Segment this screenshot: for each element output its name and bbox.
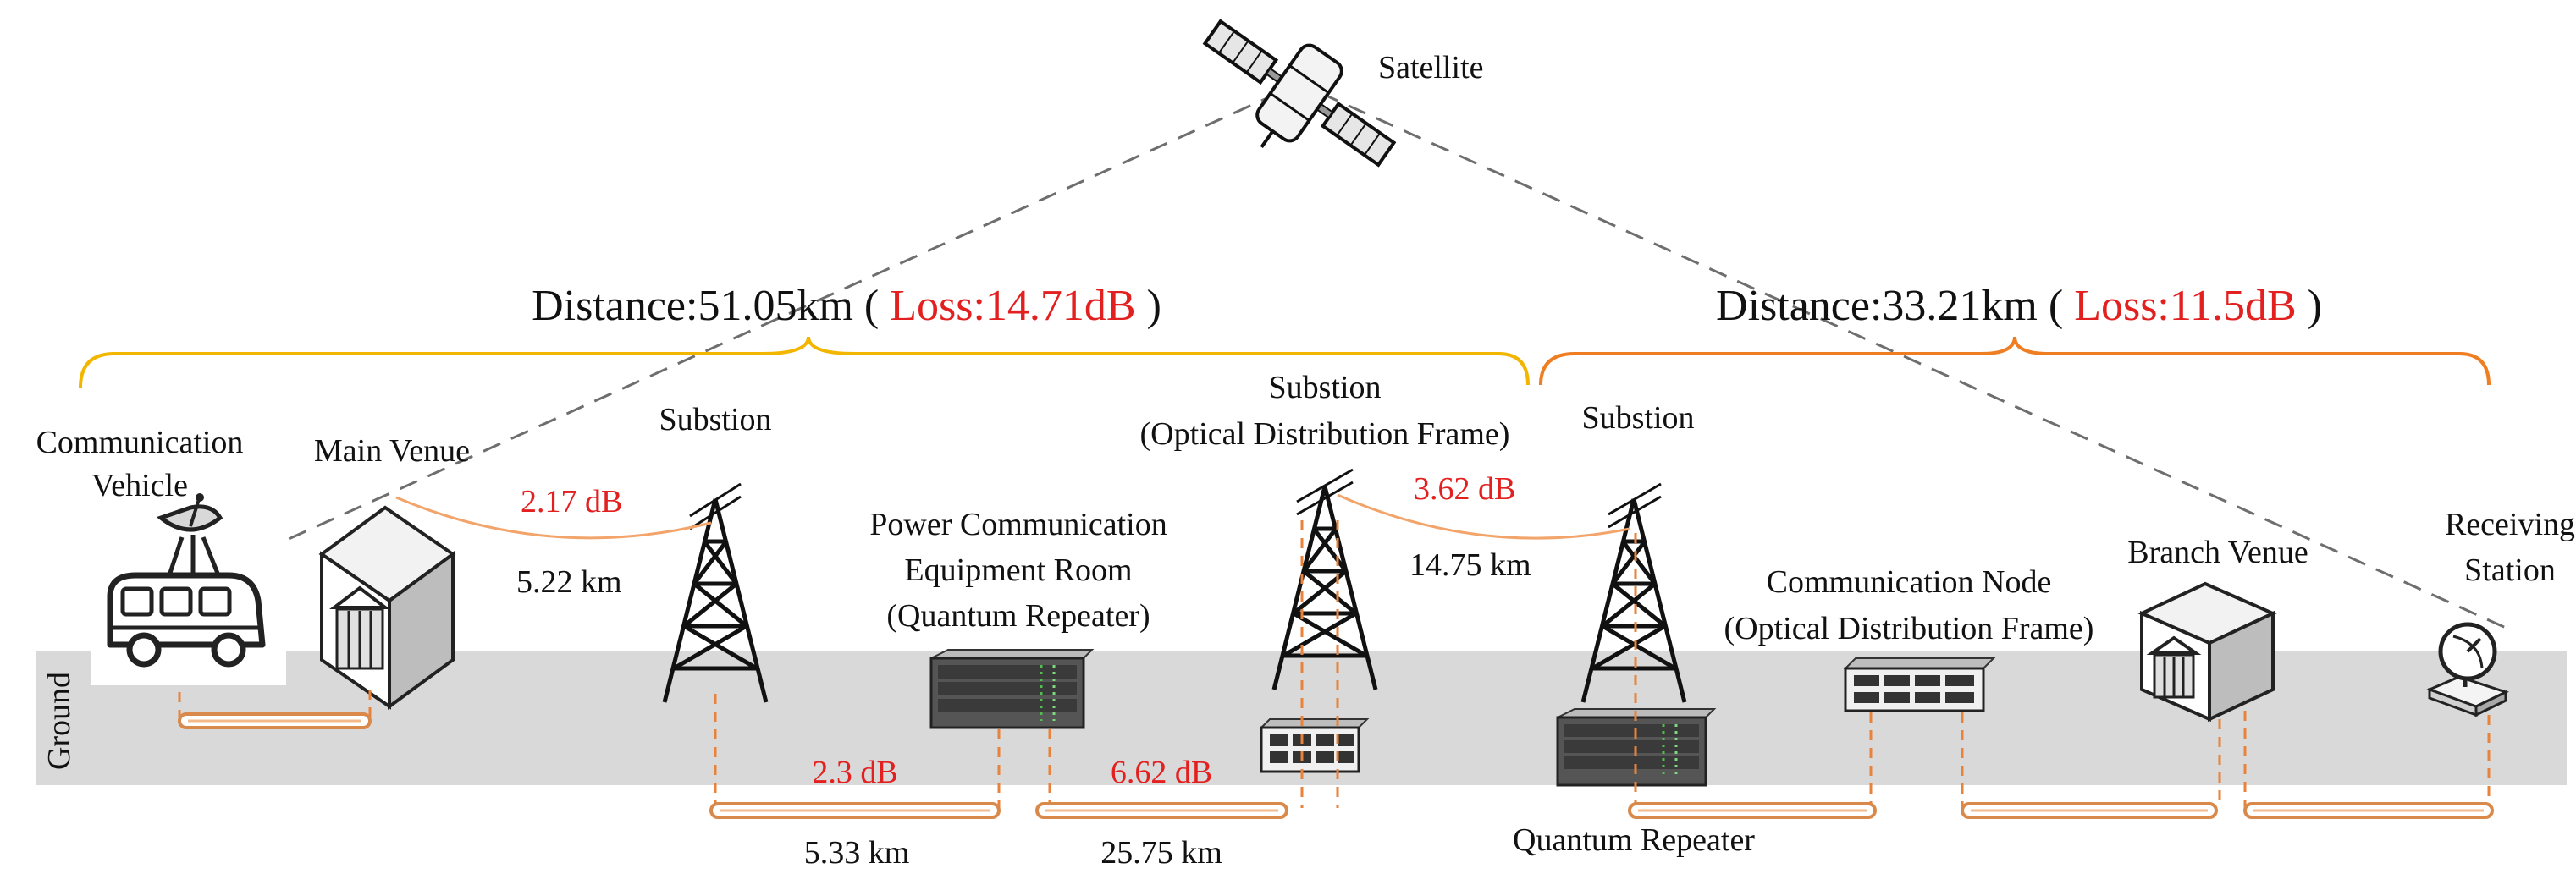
quantum-repeater-label: Quantum Repeater bbox=[1513, 822, 1755, 858]
satellite-label: Satellite bbox=[1378, 50, 1484, 85]
cable-2-loss: 6.62 dB bbox=[1111, 755, 1212, 790]
communication-vehicle-label-line2: Vehicle bbox=[91, 468, 188, 503]
patch-panel-icon bbox=[1843, 657, 1996, 712]
power-room-label-line1: Power Communication bbox=[869, 507, 1167, 542]
comm-node-label-line1: Communication Node bbox=[1767, 564, 2052, 600]
air-link-right bbox=[1337, 493, 1630, 540]
air-left-loss: 2.17 dB bbox=[521, 484, 622, 519]
server-rack-icon bbox=[929, 649, 1095, 729]
cable-2-distance: 25.75 km bbox=[1100, 835, 1222, 871]
power-room-label-line3: (Quantum Repeater) bbox=[886, 598, 1150, 634]
substation-left-label: Substion bbox=[659, 402, 771, 437]
building-icon bbox=[318, 505, 456, 710]
vehicle-backdrop bbox=[91, 650, 286, 685]
fiber-cable bbox=[709, 802, 1001, 819]
cable-leads bbox=[178, 520, 2491, 808]
air-right-distance: 14.75 km bbox=[1409, 547, 1531, 583]
substation-mid-label-line2: (Optical Distribution Frame) bbox=[1140, 416, 1510, 452]
substation-mid-label-line1: Substion bbox=[1268, 370, 1381, 405]
air-right-loss: 3.62 dB bbox=[1414, 471, 1515, 507]
branch-venue-label: Branch Venue bbox=[2127, 535, 2308, 570]
cable-1-distance: 5.33 km bbox=[804, 835, 910, 871]
tower-icon bbox=[1271, 468, 1378, 690]
main-venue-label: Main Venue bbox=[314, 433, 470, 469]
comm-node-label-line2: (Optical Distribution Frame) bbox=[1724, 611, 2094, 646]
building-icon bbox=[2137, 581, 2277, 723]
server-rack-icon bbox=[1556, 708, 1717, 787]
distance-right-label: Distance:33.21km ( Loss:11.5dB ) bbox=[1716, 282, 2322, 330]
tower-icon bbox=[662, 482, 769, 703]
substation-right-label: Substion bbox=[1581, 400, 1694, 436]
fiber-cable bbox=[178, 712, 372, 729]
satellite-rays bbox=[279, 91, 2507, 629]
satellite-icon bbox=[1202, 19, 1397, 168]
power-room-label-line2: Equipment Room bbox=[904, 552, 1132, 588]
fiber-cable bbox=[2243, 802, 2494, 819]
satellite-dish-icon bbox=[2425, 622, 2509, 717]
fiber-cable bbox=[1035, 802, 1288, 819]
cable-1-loss: 2.3 dB bbox=[812, 755, 897, 790]
patch-panel-icon bbox=[1259, 718, 1370, 773]
air-left-distance: 5.22 km bbox=[516, 564, 622, 600]
vehicle-icon bbox=[107, 572, 266, 668]
receiving-station-label-line2: Station bbox=[2464, 552, 2556, 588]
tower-icon bbox=[1580, 482, 1687, 703]
ground-label: Ground bbox=[41, 672, 77, 770]
brace-right bbox=[1539, 336, 2491, 386]
satellite-dish-icon bbox=[156, 493, 223, 576]
brace-left bbox=[79, 336, 1530, 388]
air-link-left bbox=[395, 496, 712, 540]
distance-left-label: Distance:51.05km ( Loss:14.71dB ) bbox=[532, 282, 1161, 330]
fiber-cable bbox=[1628, 802, 1877, 819]
communication-vehicle-label-line1: Communication bbox=[36, 425, 244, 460]
receiving-station-label-line1: Receiving bbox=[2445, 507, 2575, 542]
fiber-cable bbox=[1961, 802, 2218, 819]
